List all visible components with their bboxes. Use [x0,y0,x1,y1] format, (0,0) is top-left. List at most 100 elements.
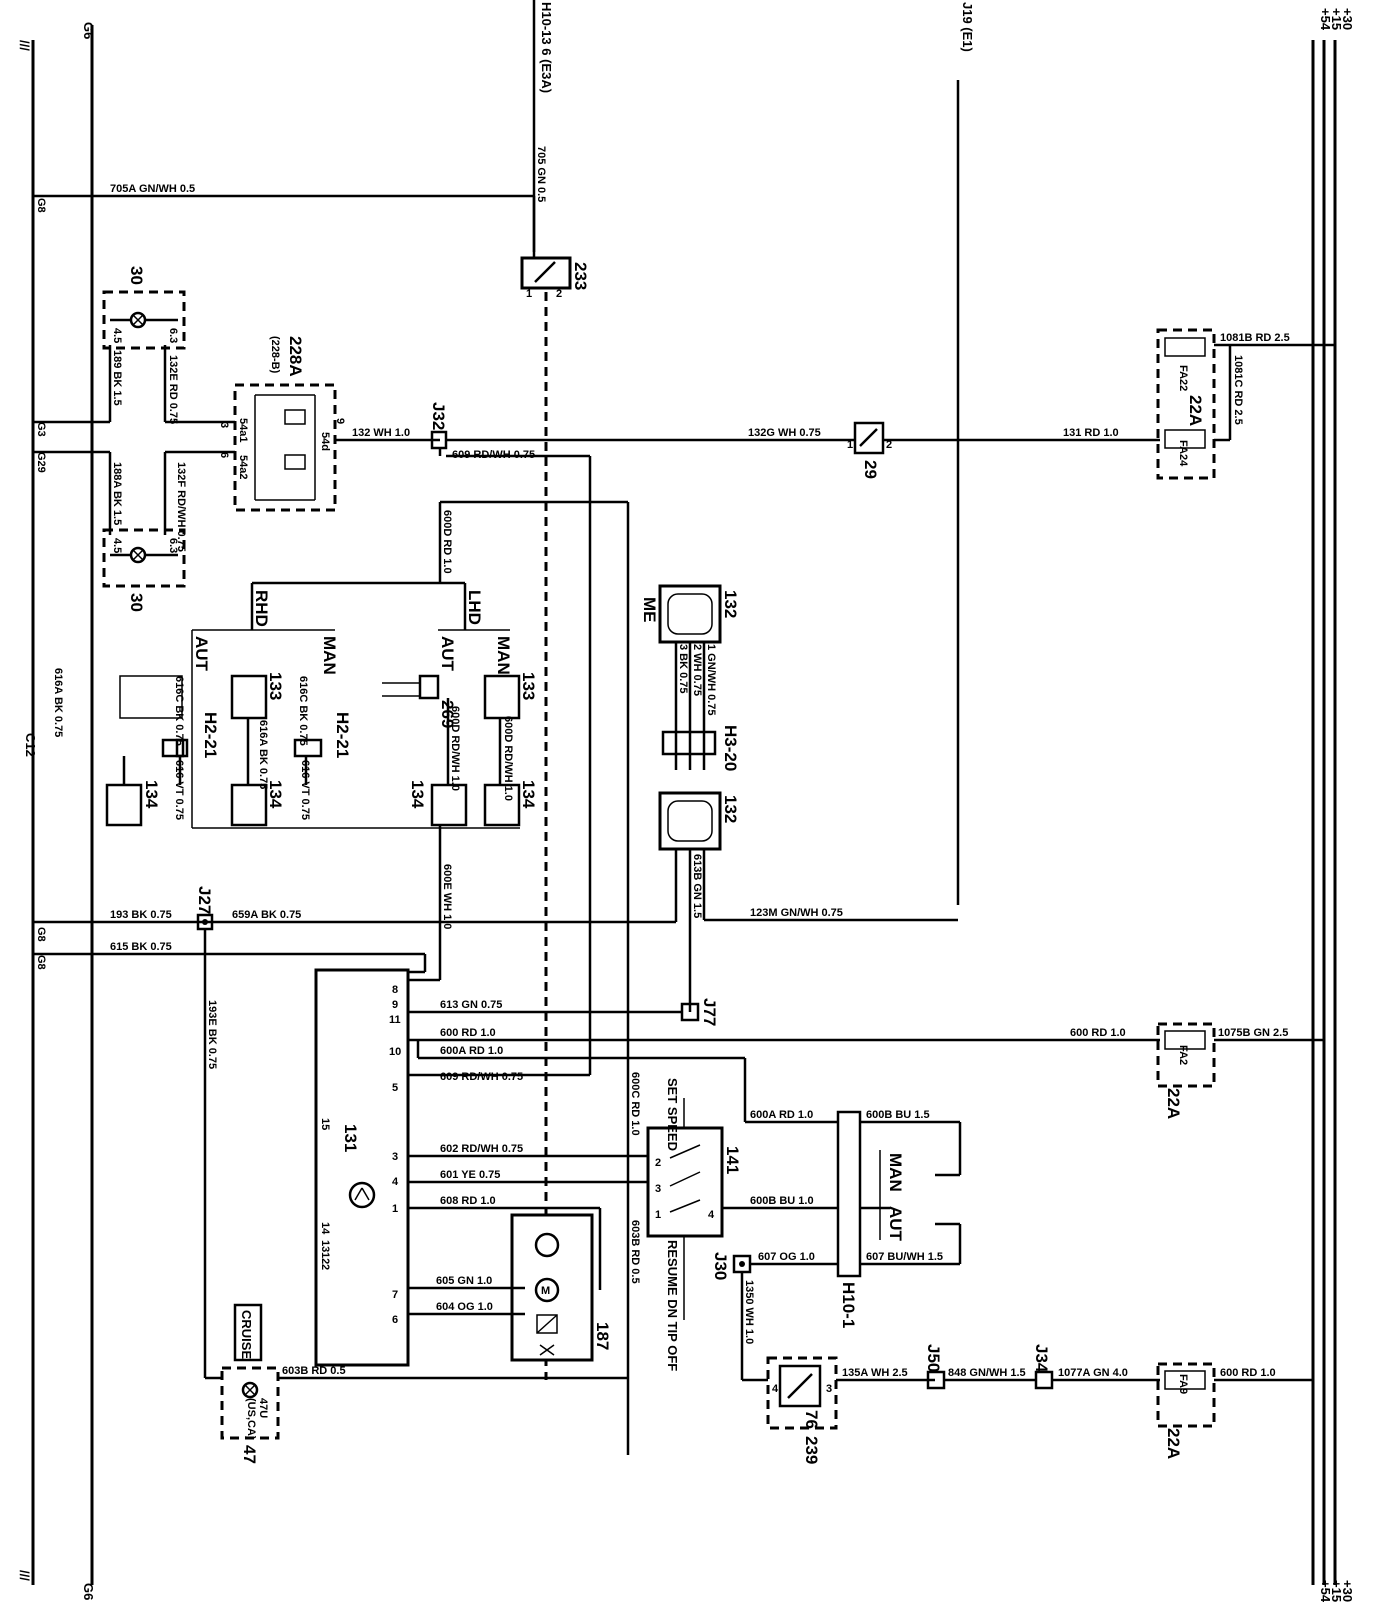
svg-text:54a2: 54a2 [237,455,249,479]
connector-h3-20: H3-20 [661,725,740,771]
junction-j50: J50 [924,1344,946,1390]
label-set-speed: SET SPEED [665,1078,680,1151]
label-resume: RESUME DN TIP OFF [665,1240,680,1371]
connector-132-lower: 132 [658,791,740,851]
label-lhd-man: MAN [494,636,513,675]
bus-plus54-top: +54 [1318,8,1333,31]
label-22a-mid: 22A [1164,1088,1183,1119]
wire-label-659a: 659A BK 0.75 [232,909,301,921]
label-j34: J34 [1032,1344,1051,1373]
label-j30: J30 [711,1252,730,1280]
wire-label-1075b: 1075B GN 2.5 [1218,1027,1288,1039]
label-rhd: RHD [252,590,271,627]
wire-label-616a-b: 616A BK 0.75 [257,720,269,789]
cruise-lamp-47: CRUISE 47U (US,CA) 47 [220,1303,280,1464]
wire-label-1350: 135A WH 2.5 [842,1367,908,1379]
label-132-me: ME [640,597,659,623]
fuse-block-22a-bottom: FA9 22A [1156,1362,1216,1459]
wire-label-600: 600 RD 1.0 [440,1027,496,1039]
wire-label-132e: 132E RD 0.75 [167,355,179,424]
svg-text:3: 3 [826,1383,832,1395]
svg-text:4: 4 [708,1209,715,1221]
wire-label-616a: 616A BK 0.75 [52,668,64,737]
wire-label-616-vt-a: 616 VT 0.75 [173,760,185,820]
lamp-30-bottom: 4.5 6.3 30 [102,528,186,612]
bus-plus30-top: +30 [1340,8,1355,30]
switch-134-rhd-aut: 134 [105,780,161,827]
pin131-2: 2 [319,1264,331,1270]
label-133-b: 133 [519,672,538,700]
bus-plus30-bottom: +30 [1340,1580,1355,1602]
svg-text:6.3: 6.3 [167,538,179,553]
connector-132-me: 132 ME [640,584,740,644]
bus-plus54-bottom: +54 [1318,1580,1333,1603]
wire-label-600b-1: 600B BU 1.0 [750,1195,814,1207]
svg-text:54d: 54d [319,432,331,451]
wire-label-616c-b: 616C BK 0.75 [297,676,309,746]
junction-j77: J77 [680,998,719,1026]
label-134-b: 134 [266,780,285,809]
label-h10-aut: AUT [886,1206,905,1242]
relay-239: 4 3 76 239 [766,1356,838,1464]
wire-label-601: 601 YE 0.75 [440,1169,500,1181]
wire-label-132: 132 WH 1.0 [352,427,410,439]
connector-h2-21-a: H2-21 [161,712,220,758]
fuse-fa22: FA22 [1177,365,1189,391]
label-239: 239 [802,1436,821,1464]
svg-text:4.5: 4.5 [111,538,123,553]
bus-plus15-bottom: +15 [1329,1580,1344,1602]
junction-j27: J27 [195,886,214,931]
label-j77: J77 [700,998,719,1026]
wire-label-607-buwh: 607 BU/WH 1.5 [866,1251,943,1263]
wire-label-131: 131 RD 1.0 [1063,427,1119,439]
connector-h2-21-b: H2-21 [293,712,352,758]
wire-label-605: 605 GN 1.0 [436,1275,492,1287]
wire-label-600e: 600E WH 1.0 [441,864,453,929]
wire-label-609-top: 609 RD/WH 0.75 [452,449,535,461]
pin131-14: 14 [319,1222,331,1235]
junction-j34: J34 [1032,1344,1054,1390]
left-tap-g8-1: G8 [35,198,47,213]
svg-text:2: 2 [556,288,562,300]
svg-text:54a1: 54a1 [237,418,249,442]
wire-label-132-1: 1 GN/WH 0.75 [705,644,717,716]
wire-label-600a: 600A RD 1.0 [440,1045,503,1057]
pin131-6: 6 [392,1314,398,1326]
svg-text:1: 1 [526,288,532,300]
wire-label-189: 189 BK 1.5 [111,350,123,406]
svg-text:2: 2 [886,439,892,451]
wire-label-193e: 193E BK 0.75 [206,1000,218,1069]
switch-29: 1 2 29 [847,421,892,479]
wire-label-132f: 132F RD/WH 0.75 [175,462,187,552]
wire-label-193: 193 BK 0.75 [110,909,172,921]
label-132-b: 132 [721,795,740,823]
connector-h10-1: H10-1 [836,1110,862,1328]
label-228a: 228A [286,336,305,377]
wire-label-615: 615 BK 0.75 [110,941,172,953]
label-h3-20: H3-20 [721,725,740,771]
svg-text:9: 9 [334,418,346,424]
left-ground-bus: G6 G6 /// /// C12 G8 G3 G29 G8 G8 616A B… [17,22,96,1600]
label-47u-note: (US,CA) [245,1398,257,1440]
svg-text:4: 4 [772,1383,779,1395]
ground-symbol-top: /// [17,40,32,51]
wire-label-132-2: 2 WH 0.75 [691,644,703,696]
svg-text:1: 1 [655,1209,661,1221]
wire-label-334a: 1350 WH 1.0 [743,1280,755,1344]
wire-label-603b-vert: 603B RD 0.5 [629,1220,641,1284]
fuse-fa24: FA24 [1177,440,1189,467]
switch-134-lhd-man: 134 [483,780,538,827]
fuse-block-22a-top: FA22 FA24 22A [1156,328,1216,480]
relay-228a: 54a1 54a2 54d 3 6 9 228A (228-B) [218,336,346,512]
label-h10-1: H10-1 [839,1282,858,1328]
switch-133-rhd: 133 [230,672,285,720]
cruise-switch-141: 2 3 1 4 141 SET SPEED RESUME DN TIP OFF [646,1078,742,1371]
bus-label-top: G6 [81,22,96,39]
fuse-block-22a-mid: FA2 22A [1156,1022,1216,1119]
left-tap-g3: G3 [35,422,47,437]
wire-label-616c-a: 616C BK 0.75 [173,676,185,746]
label-76: 76 [802,1410,821,1429]
label-h2-21-a: H2-21 [201,712,220,758]
svg-text:6: 6 [218,452,230,458]
